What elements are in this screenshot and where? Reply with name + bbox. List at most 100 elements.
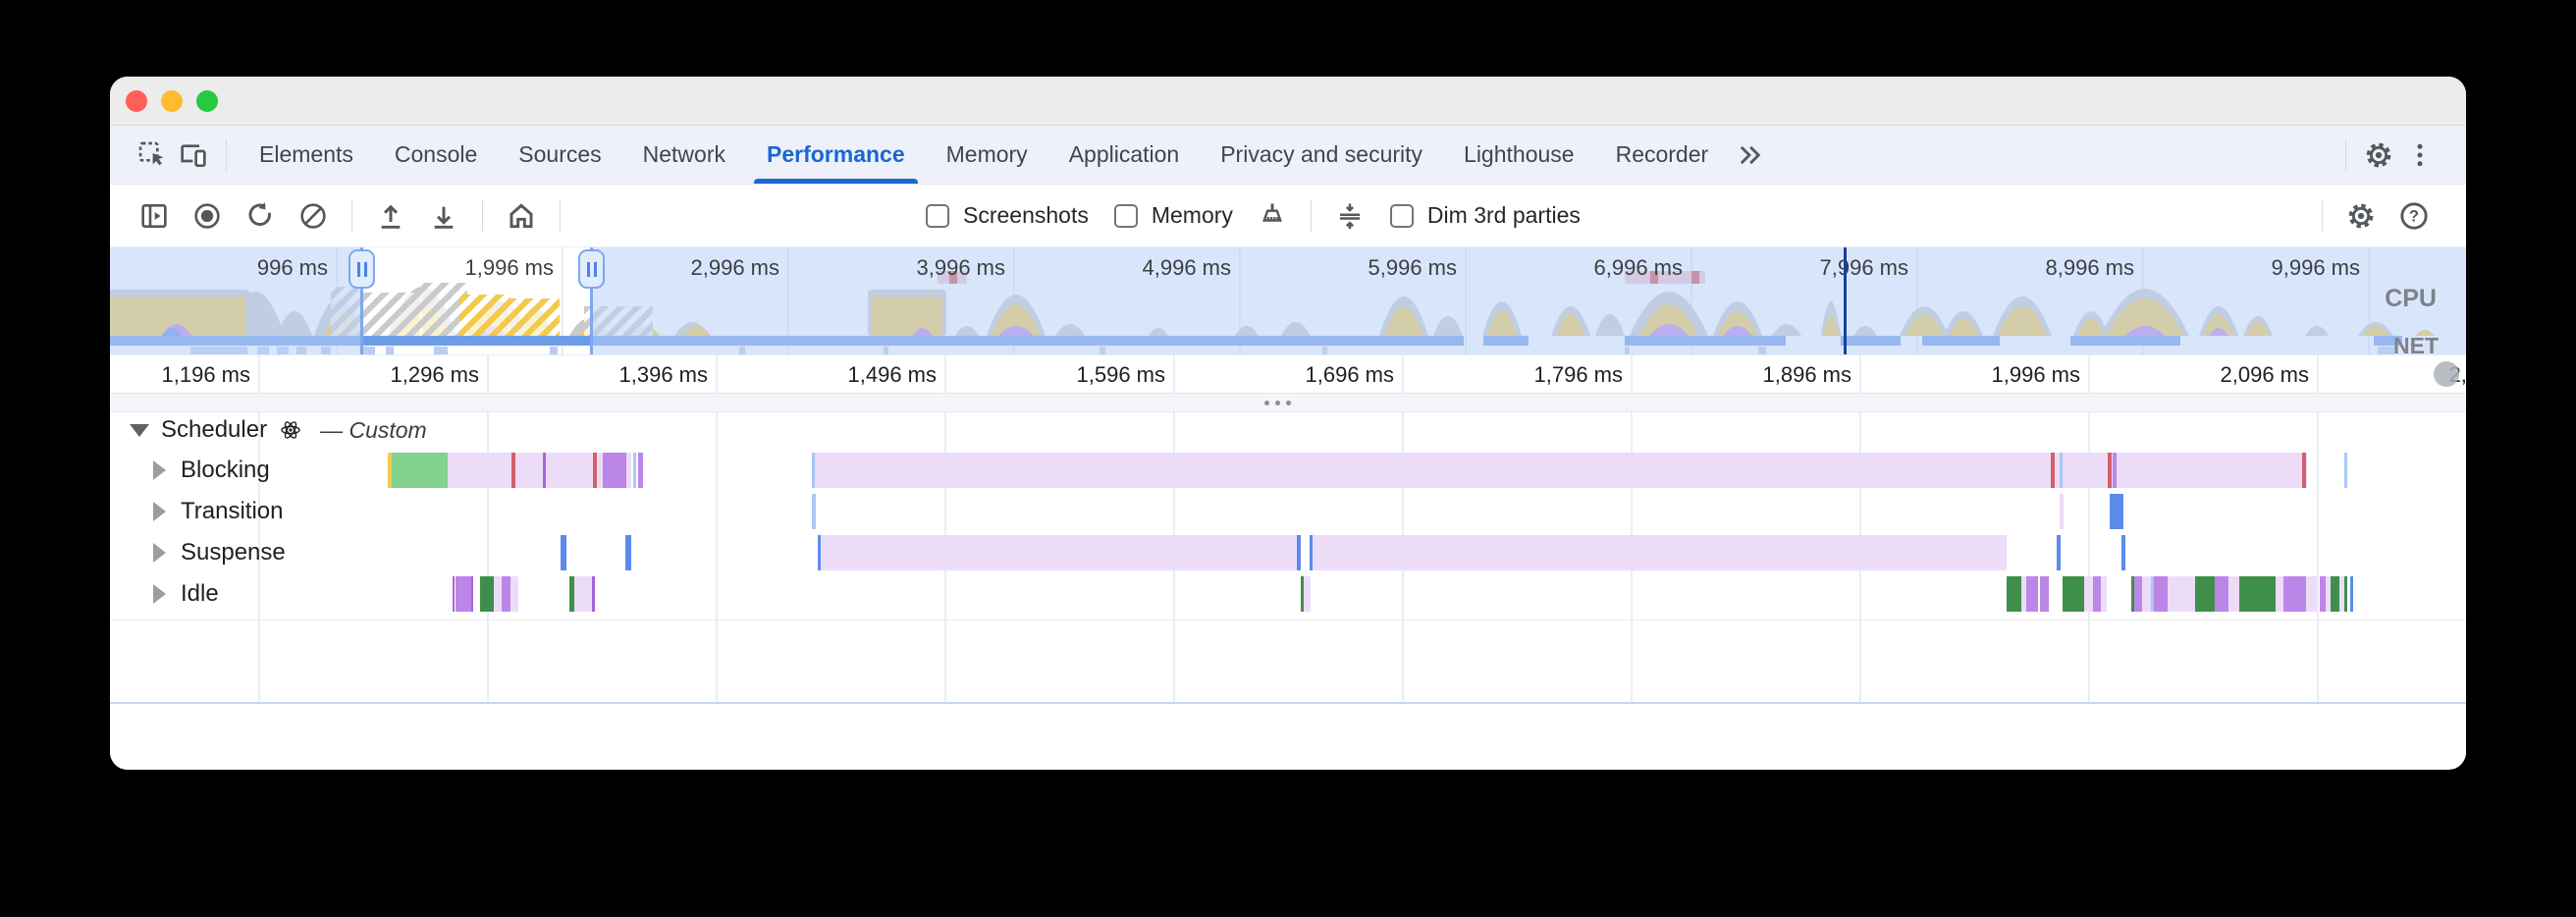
track-event[interactable] xyxy=(597,453,603,488)
track-event[interactable] xyxy=(494,576,502,612)
tab-memory[interactable]: Memory xyxy=(945,141,1028,167)
track-event[interactable] xyxy=(593,453,597,488)
track-event[interactable] xyxy=(821,535,1300,570)
expand-row-arrow[interactable] xyxy=(153,460,166,480)
checkbox-box[interactable] xyxy=(1113,203,1138,228)
memory-checkbox[interactable]: Memory xyxy=(1113,202,1233,229)
maximize-button[interactable] xyxy=(196,90,218,112)
show-sidebar-icon[interactable] xyxy=(133,194,176,238)
track-event[interactable] xyxy=(1310,535,1313,570)
track-event[interactable] xyxy=(2215,576,2228,612)
track-event[interactable] xyxy=(388,453,392,488)
expand-row-arrow[interactable] xyxy=(153,502,166,521)
track-event[interactable] xyxy=(2060,453,2063,488)
left-window-handle[interactable] xyxy=(349,249,375,289)
track-event[interactable] xyxy=(2306,576,2317,612)
track-event[interactable] xyxy=(2110,494,2123,529)
track-event[interactable] xyxy=(515,453,543,488)
track-event[interactable] xyxy=(2344,576,2347,612)
tab-performance[interactable]: Performance xyxy=(746,126,926,184)
capture-settings-gear-icon[interactable] xyxy=(2339,194,2383,238)
track-event[interactable] xyxy=(2239,576,2276,612)
track-event[interactable] xyxy=(543,453,546,488)
track-event[interactable] xyxy=(2021,576,2026,612)
track-event[interactable] xyxy=(448,453,511,488)
track-event[interactable] xyxy=(2108,453,2112,488)
inspect-icon[interactable] xyxy=(132,135,173,176)
tab-recorder[interactable]: Recorder xyxy=(1615,141,1709,167)
left-window-handle-line[interactable] xyxy=(360,247,363,354)
track-event[interactable] xyxy=(510,576,518,612)
save-profile-icon[interactable] xyxy=(422,194,465,238)
load-profile-icon[interactable] xyxy=(369,194,412,238)
row-toggle-idle[interactable]: Idle xyxy=(153,580,219,608)
panel-resizer[interactable] xyxy=(110,393,2466,412)
tab-application[interactable]: Application xyxy=(1068,141,1180,167)
tab-privacy-and-security[interactable]: Privacy and security xyxy=(1220,141,1423,167)
track-event[interactable] xyxy=(1304,576,1311,612)
close-button[interactable] xyxy=(126,90,147,112)
track-event[interactable] xyxy=(626,453,631,488)
help-icon[interactable]: ? xyxy=(2392,194,2436,238)
track-event[interactable] xyxy=(812,453,815,488)
track-event[interactable] xyxy=(2302,453,2306,488)
settings-gear-icon[interactable] xyxy=(2358,135,2399,176)
collapse-icon[interactable] xyxy=(1328,194,1371,238)
track-event[interactable] xyxy=(2350,576,2353,612)
more-tabs-icon[interactable] xyxy=(1729,135,1770,176)
track-event[interactable] xyxy=(812,494,816,529)
track-event[interactable] xyxy=(2331,576,2339,612)
track-event[interactable] xyxy=(2057,535,2061,570)
track-event[interactable] xyxy=(2151,576,2154,612)
track-event[interactable] xyxy=(815,453,2307,488)
tab-lighthouse[interactable]: Lighthouse xyxy=(1464,141,1575,167)
track-event[interactable] xyxy=(561,535,566,570)
panel-resize-dots[interactable] xyxy=(1264,401,1291,405)
track-event[interactable] xyxy=(392,453,448,488)
tab-elements[interactable]: Elements xyxy=(259,141,353,167)
track-event[interactable] xyxy=(2154,576,2168,612)
track-event[interactable] xyxy=(2060,494,2064,529)
track-event[interactable] xyxy=(2040,576,2049,612)
track-event[interactable] xyxy=(2007,576,2021,612)
track-event[interactable] xyxy=(603,453,626,488)
track-event[interactable] xyxy=(2084,576,2093,612)
row-toggle-transition[interactable]: Transition xyxy=(153,498,283,525)
track-event[interactable] xyxy=(1297,535,1301,570)
collapse-track-arrow[interactable] xyxy=(130,423,149,437)
track-event[interactable] xyxy=(546,453,593,488)
track-event[interactable] xyxy=(480,576,494,612)
track-event[interactable] xyxy=(2051,453,2055,488)
track-event[interactable] xyxy=(818,535,821,570)
row-toggle-suspense[interactable]: Suspense xyxy=(153,539,286,566)
track-event[interactable] xyxy=(574,576,592,612)
track-event[interactable] xyxy=(471,576,473,612)
expand-row-arrow[interactable] xyxy=(153,584,166,604)
tab-network[interactable]: Network xyxy=(642,141,725,167)
track-event[interactable] xyxy=(592,576,595,612)
track-event[interactable] xyxy=(2142,576,2151,612)
track-event[interactable] xyxy=(2121,535,2125,570)
track-event[interactable] xyxy=(2320,576,2326,612)
track-event[interactable] xyxy=(2026,576,2038,612)
track-event[interactable] xyxy=(1301,576,1304,612)
device-toolbar-icon[interactable] xyxy=(173,135,214,176)
track-event[interactable] xyxy=(2344,453,2347,488)
track-event[interactable] xyxy=(2228,576,2239,612)
tab-sources[interactable]: Sources xyxy=(518,141,602,167)
track-event[interactable] xyxy=(638,453,643,488)
track-event[interactable] xyxy=(453,576,455,612)
track-event[interactable] xyxy=(2113,453,2117,488)
track-event[interactable] xyxy=(2276,576,2283,612)
tab-console[interactable]: Console xyxy=(394,141,478,167)
clear-icon[interactable] xyxy=(292,194,335,238)
track-event[interactable] xyxy=(2063,576,2084,612)
checkbox-box[interactable] xyxy=(926,203,949,228)
track-event[interactable] xyxy=(633,453,636,488)
track-event[interactable] xyxy=(511,453,515,488)
home-icon[interactable] xyxy=(500,194,543,238)
row-toggle-blocking[interactable]: Blocking xyxy=(153,457,270,484)
collect-garbage-icon[interactable] xyxy=(1251,194,1294,238)
dim-3rd-parties-checkbox[interactable]: Dim 3rd parties xyxy=(1389,202,1581,229)
